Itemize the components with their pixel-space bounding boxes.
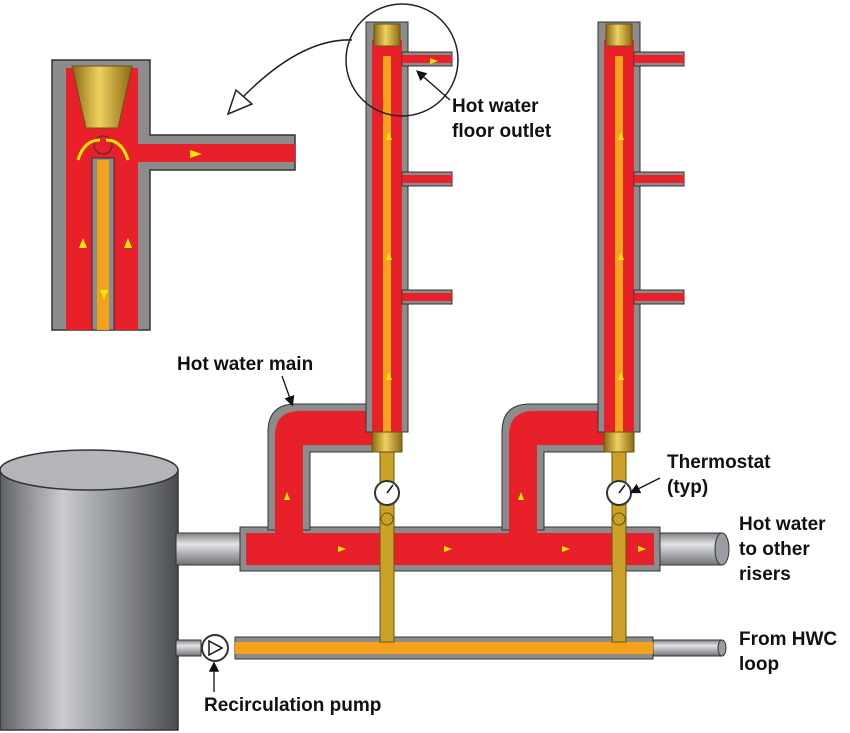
label-line: loop [739, 654, 780, 675]
label-thermostat: Thermostat (typ) [667, 450, 770, 500]
label-line: Thermostat [667, 452, 771, 473]
detail-callout-circle [345, 3, 459, 117]
water-heater-tank [0, 449, 179, 731]
label-line: From HWC [739, 629, 838, 650]
callout-arrow [226, 39, 353, 116]
label-hot-water-main: Hot water main [177, 354, 314, 375]
label-hot-water-floor-outlet: Hot water floor outlet [452, 94, 551, 144]
label-recirculation-pump: Recirculation pump [204, 695, 382, 716]
label-from-hwc-loop: From HWC loop [739, 627, 837, 677]
recirculation-pump-icon [201, 634, 229, 662]
riser-2 [597, 21, 685, 453]
gray-pipe-stubs [175, 532, 730, 657]
label-line: risers [739, 564, 791, 585]
riser-1 [365, 21, 453, 453]
riser-2-branch [501, 403, 605, 533]
flow-arrows [284, 58, 646, 552]
label-line: (typ) [667, 477, 709, 498]
label-line: Hot water [739, 514, 826, 535]
thermostat-2 [606, 480, 632, 526]
leader-lines [208, 70, 661, 692]
label-hot-water-to-other-risers: Hot water to other risers [739, 512, 826, 587]
thermostat-1 [374, 480, 400, 526]
return-loop-pipe [234, 636, 654, 660]
detail-inset [51, 59, 296, 331]
label-line: Hot water [452, 96, 539, 117]
label-line: to other [739, 539, 810, 560]
label-line: floor outlet [452, 121, 552, 142]
riser-1-branch [267, 403, 373, 533]
